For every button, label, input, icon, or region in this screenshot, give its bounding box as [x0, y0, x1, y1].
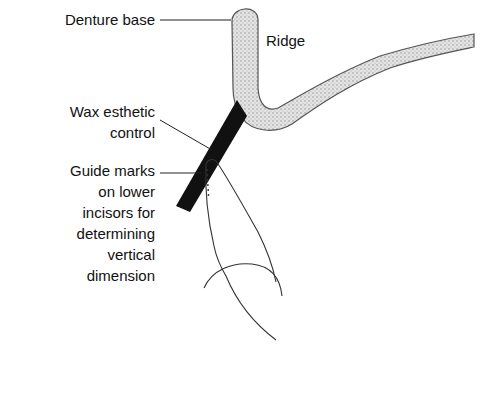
leader-line: [160, 20, 231, 21]
leader-line: [160, 120, 212, 150]
part-label: Wax esthetic control: [55, 101, 155, 143]
part-label: Denture base: [55, 9, 155, 30]
wax-esthetic-control: [176, 100, 247, 212]
leader-line: [160, 173, 202, 174]
part-label: Guide marks on lower incisors for determ…: [55, 160, 155, 286]
part-label: Ridge: [266, 30, 326, 51]
guide-marks: [206, 169, 209, 196]
incisor-root-outline: [204, 264, 282, 340]
denture-base: [232, 9, 474, 130]
